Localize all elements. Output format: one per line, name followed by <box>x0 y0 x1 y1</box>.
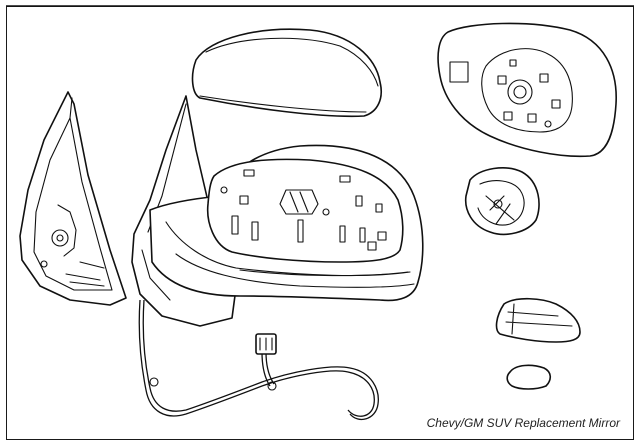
mirror-cover-cap <box>191 28 382 118</box>
turn-signal-lens <box>495 297 581 343</box>
mirror-sail-bracket <box>19 91 127 306</box>
mirror-glass <box>437 22 617 158</box>
diagram-caption: Chevy/GM SUV Replacement Mirror <box>426 416 620 430</box>
mirror-housing <box>131 95 424 327</box>
small-clip <box>506 364 552 390</box>
mirror-motor <box>464 167 540 236</box>
wiring-harness <box>138 299 379 421</box>
